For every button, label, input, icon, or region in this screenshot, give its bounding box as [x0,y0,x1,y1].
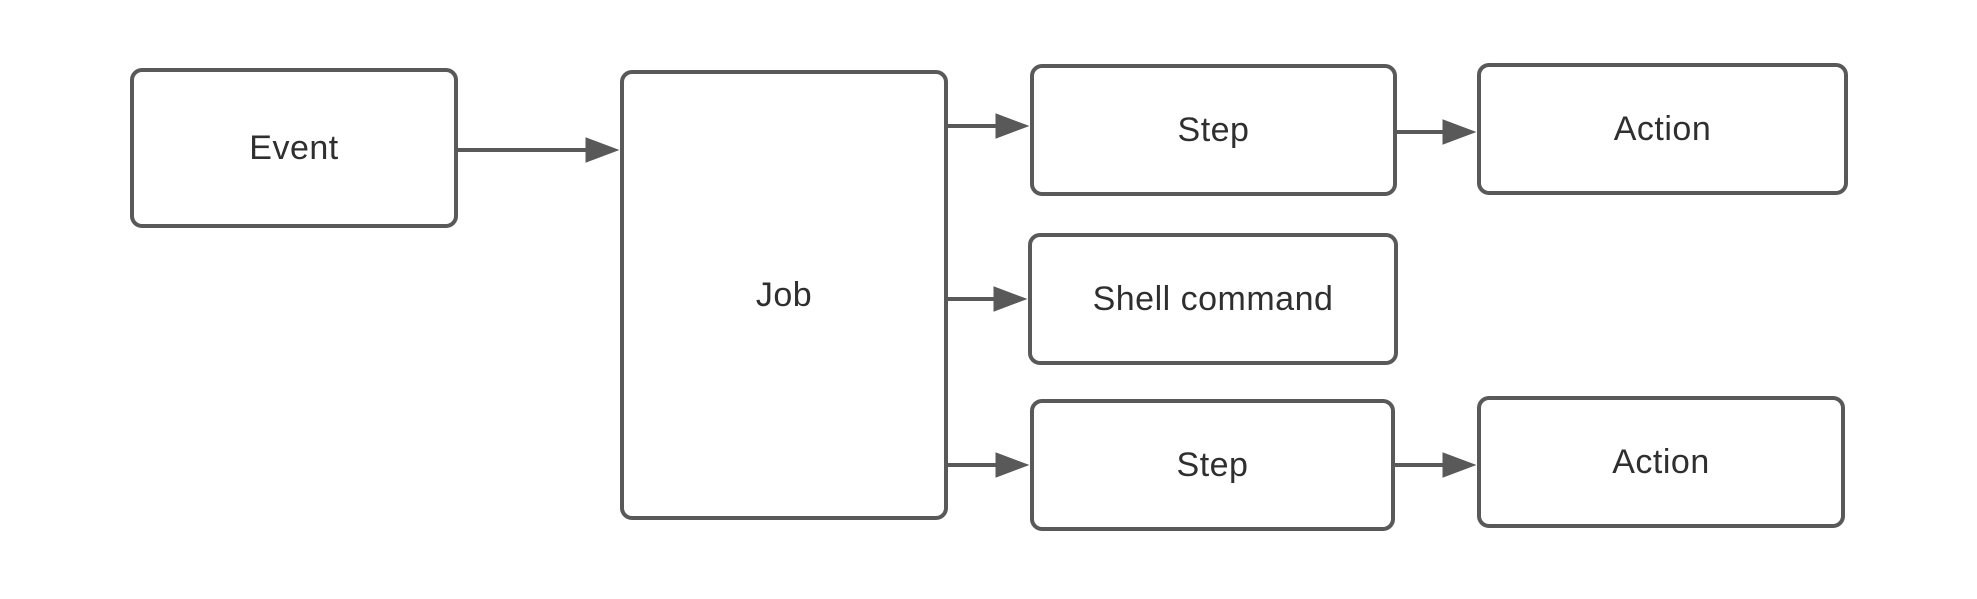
node-job-label: Job [755,275,813,314]
edge-job-to-shell-command [948,286,1028,312]
node-step-top-label: Step [1177,110,1250,149]
edge-event-to-job [458,137,620,163]
node-action-top: Action [1477,63,1848,195]
node-event: Event [130,68,458,228]
node-step-top: Step [1030,64,1397,196]
node-action-bottom-label: Action [1612,442,1710,481]
edge-job-to-step-bottom [948,452,1030,478]
node-step-bottom-label: Step [1176,445,1249,484]
node-step-bottom: Step [1030,399,1395,531]
node-event-label: Event [249,128,339,167]
edge-step-bottom-to-action-bottom [1395,452,1477,478]
node-action-top-label: Action [1613,109,1712,148]
node-shell-command: Shell command [1028,233,1398,365]
edge-job-to-step-top [948,113,1030,139]
node-action-bottom: Action [1477,396,1845,528]
node-job: Job [620,70,948,520]
node-shell-command-label: Shell command [1092,279,1334,318]
edge-step-top-to-action-top [1397,119,1477,145]
